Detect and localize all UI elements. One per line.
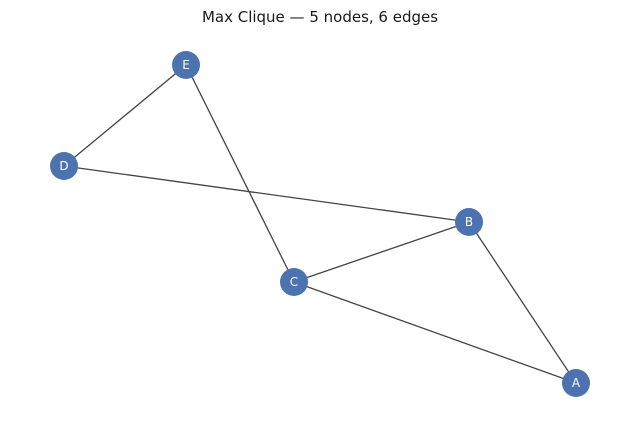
node-circle-c — [280, 268, 308, 296]
nodes-layer: E D B C A — [50, 51, 590, 397]
node-a: A — [562, 369, 590, 397]
node-label-c: C — [290, 275, 298, 289]
edge-e-c — [185, 64, 295, 283]
node-e: E — [172, 51, 200, 79]
edge-e-d — [63, 64, 187, 167]
edge-d-b — [63, 165, 470, 223]
edge-b-c — [293, 221, 470, 283]
edges-layer — [63, 64, 577, 384]
node-circle-b — [455, 208, 483, 236]
node-label-d: D — [59, 159, 68, 173]
node-circle-d — [50, 152, 78, 180]
node-c: C — [280, 268, 308, 296]
node-circle-a — [562, 369, 590, 397]
node-label-b: B — [465, 215, 473, 229]
edge-b-a — [468, 221, 577, 384]
diagram-title: Max Clique — 5 nodes, 6 edges — [201, 8, 439, 26]
node-label-a: A — [572, 376, 581, 390]
edge-c-a — [293, 281, 577, 384]
node-label-e: E — [182, 58, 190, 72]
node-b: B — [455, 208, 483, 236]
node-circle-e — [172, 51, 200, 79]
node-d: D — [50, 152, 78, 180]
